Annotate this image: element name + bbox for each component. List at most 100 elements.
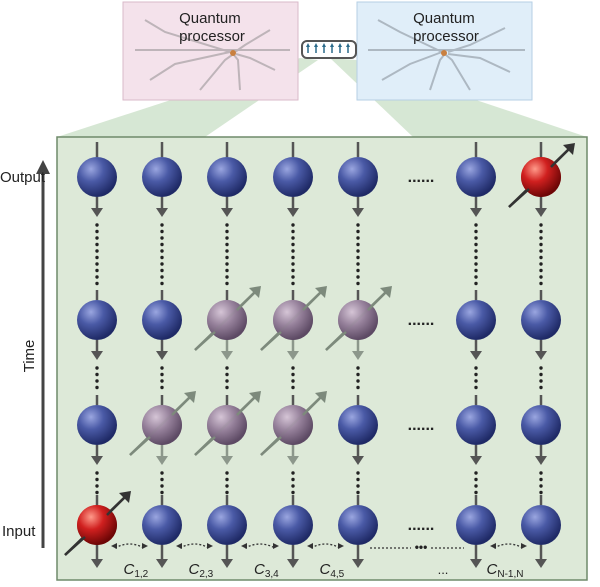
coupling: C1,2	[111, 543, 149, 580]
qubit-blue	[142, 505, 182, 545]
spin-arrow-tip	[302, 291, 322, 311]
time-dot	[356, 223, 360, 227]
right-processor-line2: processor	[413, 28, 479, 45]
coupling-arrowhead	[307, 543, 313, 549]
left-quantum-processor: Quantum processor	[122, 1, 299, 101]
qubit-column	[156, 142, 168, 568]
coupling-arrowhead	[521, 543, 527, 549]
down-arrowhead	[287, 456, 299, 465]
time-dot	[356, 255, 360, 260]
time-dot	[225, 379, 229, 383]
coupling: •••...	[370, 540, 464, 577]
down-arrowhead	[156, 456, 168, 465]
down-arrowhead	[352, 351, 364, 360]
qubit-blue	[273, 505, 313, 545]
spin-arrow-tip	[236, 396, 256, 416]
time-dot	[539, 490, 543, 495]
qubit-purple	[325, 286, 392, 351]
time-dot	[95, 484, 99, 488]
link-arrowhead	[322, 43, 326, 47]
time-dot	[474, 281, 478, 286]
time-dot	[225, 255, 229, 260]
time-dot	[160, 484, 164, 488]
spin-arrow-tail	[64, 536, 86, 556]
time-dot	[160, 275, 164, 279]
chip-illustration-left	[135, 19, 290, 91]
down-arrowhead	[287, 208, 299, 217]
time-dot	[291, 471, 295, 475]
time-dot	[225, 385, 229, 390]
time-dot	[95, 242, 99, 247]
qubit-column	[352, 142, 364, 568]
time-dot	[539, 255, 543, 260]
down-arrowhead	[535, 456, 547, 465]
time-dot	[474, 229, 478, 234]
time-dot	[291, 262, 295, 266]
qubit-sphere	[456, 300, 496, 340]
down-arrowhead	[156, 559, 168, 568]
coupling-ellipsis-dots: •••	[415, 540, 428, 554]
down-arrowhead	[535, 351, 547, 360]
time-dot	[356, 385, 360, 390]
down-arrowhead	[352, 559, 364, 568]
link-arrowhead	[306, 43, 310, 47]
qubit-sphere	[456, 405, 496, 445]
qubit-sphere	[521, 405, 561, 445]
time-dot	[225, 366, 229, 370]
time-dot	[95, 255, 99, 260]
time-dot	[95, 490, 99, 495]
qubit-blue	[207, 157, 247, 197]
qubit-sphere	[77, 157, 117, 197]
time-label: Time	[21, 340, 38, 373]
left-processor-line2: processor	[179, 28, 245, 45]
time-dot	[474, 490, 478, 495]
time-dot	[474, 379, 478, 383]
right-processor-label: Quantum processor	[413, 10, 479, 45]
qubit-grid-panel	[56, 136, 588, 581]
time-dot	[539, 268, 543, 273]
time-dot	[291, 249, 295, 253]
time-dot	[291, 275, 295, 279]
qubit-sphere	[456, 505, 496, 545]
time-dot	[225, 490, 229, 495]
qubit-sphere	[273, 157, 313, 197]
qubit-sphere	[207, 505, 247, 545]
down-arrowhead	[352, 456, 364, 465]
qubit-blue	[521, 405, 561, 445]
time-dot	[539, 249, 543, 253]
time-dot	[356, 366, 360, 370]
time-dot	[474, 484, 478, 488]
time-dot	[291, 372, 295, 377]
spin-arrow-tip	[236, 291, 256, 311]
time-dot	[95, 366, 99, 370]
qubit-blue	[456, 405, 496, 445]
qubit-sphere	[142, 300, 182, 340]
time-dot	[474, 275, 478, 279]
coupling-arrowhead	[241, 543, 247, 549]
time-dot	[539, 275, 543, 279]
time-dot	[474, 223, 478, 227]
down-arrowhead	[287, 351, 299, 360]
time-dot	[539, 242, 543, 247]
down-arrowhead	[156, 208, 168, 217]
right-processor-line1: Quantum	[413, 10, 475, 27]
spin-arrow-tip	[367, 291, 387, 311]
time-dot	[539, 379, 543, 383]
time-dot	[539, 262, 543, 266]
coupling-label: C3,4	[254, 561, 279, 580]
down-arrowhead	[352, 208, 364, 217]
time-dot	[160, 249, 164, 253]
spin-arrow-tail	[260, 436, 282, 456]
qubit-blue	[338, 505, 378, 545]
qubit-column	[221, 142, 233, 568]
time-dot	[539, 223, 543, 227]
coupling-arrowhead	[338, 543, 344, 549]
qubit-blue	[338, 157, 378, 197]
time-dot	[225, 477, 229, 482]
coupling-arrowhead	[273, 543, 279, 549]
time-dot	[474, 249, 478, 253]
time-dot	[291, 255, 295, 260]
time-dot	[474, 268, 478, 273]
qubit-purple	[260, 391, 327, 456]
